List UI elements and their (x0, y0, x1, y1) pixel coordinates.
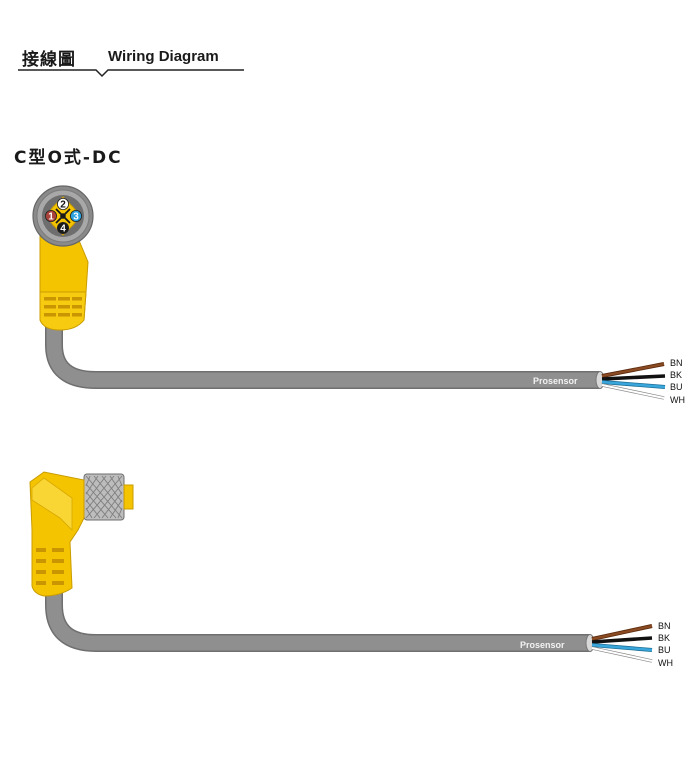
connector-2-housing (29, 471, 85, 597)
pin-3: 3 (70, 209, 83, 223)
header-underline (18, 69, 244, 78)
cable-1-brand: Prosensor (533, 376, 578, 386)
cable-assembly-1: Prosensor 1 (32, 185, 685, 405)
connector-1-grip (44, 297, 82, 317)
svg-text:4: 4 (60, 224, 66, 235)
pin-4: 4 (57, 221, 70, 235)
svg-text:1: 1 (48, 212, 54, 223)
cable-2-wires: BN BK BU WH (591, 621, 673, 668)
wire-label-wh: WH (670, 395, 685, 405)
pin-1: 1 (45, 209, 58, 223)
cable-assembly-2: Prosensor BN (29, 471, 673, 668)
wire-label-bn: BN (658, 621, 671, 631)
section-title: C型O式-DC (14, 148, 123, 168)
wire-label-bn: BN (670, 358, 683, 368)
cable-2-jacket (45, 590, 590, 652)
connector-2-coupling-nut (83, 473, 134, 521)
wire-label-bk: BK (670, 370, 682, 380)
connector-1-face: 1 2 3 4 (32, 185, 94, 247)
header-title-english: Wiring Diagram (108, 48, 219, 65)
wire-label-bk: BK (658, 633, 670, 643)
header-title-chinese: 接線圖 (22, 50, 76, 70)
pin-2: 2 (57, 197, 70, 211)
header: 接線圖 Wiring Diagram (18, 40, 248, 80)
svg-text:3: 3 (73, 212, 79, 223)
svg-text:2: 2 (60, 200, 66, 211)
cable-1-jacket (45, 320, 600, 389)
cable-2-brand: Prosensor (520, 640, 565, 650)
wire-label-bu: BU (658, 645, 671, 655)
connector-2-grip (36, 548, 64, 585)
wire-label-wh: WH (658, 658, 673, 668)
cable-1-wires: BN BK BU WH (601, 358, 685, 405)
connector-1-housing (39, 227, 89, 331)
wire-label-bu: BU (670, 382, 683, 392)
